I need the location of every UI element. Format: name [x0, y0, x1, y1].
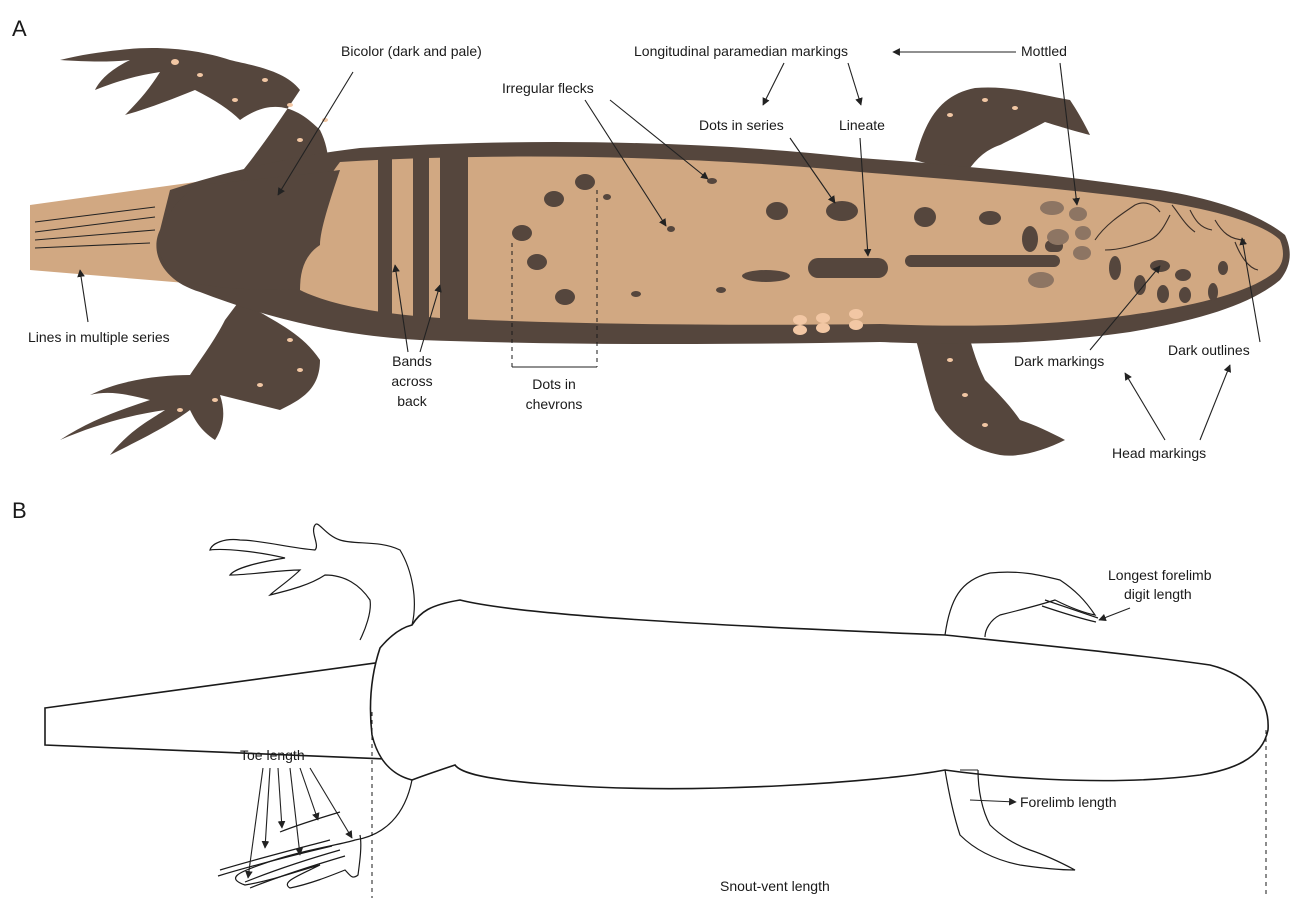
outline-fore-lower — [945, 770, 1075, 870]
label-bands-2: across — [391, 373, 432, 389]
label-bicolor: Bicolor (dark and pale) — [341, 43, 482, 59]
label-irregular-flecks: Irregular flecks — [502, 80, 594, 96]
fore-limb-upper — [915, 87, 1090, 175]
lizard-a — [30, 48, 1290, 456]
label-dark-outlines: Dark outlines — [1168, 342, 1250, 358]
label-dots-in-series: Dots in series — [699, 117, 784, 133]
band-2 — [413, 157, 429, 329]
label-dark-markings: Dark markings — [1014, 353, 1104, 369]
label-lineate: Lineate — [839, 117, 885, 133]
label-bands-1: Bands — [392, 353, 432, 369]
label-dots-chevrons-1: Dots in — [532, 376, 576, 392]
band-1 — [378, 157, 392, 329]
label-lines-multiple-series: Lines in multiple series — [28, 329, 170, 345]
label-snout-vent-length: Snout-vent length — [720, 878, 830, 894]
label-dots-chevrons-2: chevrons — [526, 396, 583, 412]
outline-body — [370, 600, 1268, 789]
outline-longest-digit — [1042, 600, 1098, 622]
hind-limb-lower — [60, 300, 320, 455]
outline-hind-upper — [210, 524, 414, 640]
outline-tail — [45, 658, 412, 760]
panel-b-letter: B — [12, 498, 27, 523]
panel-a-letter: A — [12, 16, 27, 41]
label-longitudinal-paramedian: Longitudinal paramedian markings — [634, 43, 848, 59]
label-mottled: Mottled — [1021, 43, 1067, 59]
label-longest-digit-1: Longest forelimb — [1108, 567, 1212, 583]
label-head-markings: Head markings — [1112, 445, 1206, 461]
label-longest-digit-2: digit length — [1124, 586, 1192, 602]
label-forelimb-length: Forelimb length — [1020, 794, 1117, 810]
label-toe-length: Toe length — [240, 747, 305, 763]
label-bands-3: back — [397, 393, 428, 409]
band-3 — [440, 155, 468, 331]
outline-hind-lower — [236, 780, 412, 888]
outline-fore-upper — [945, 572, 1095, 637]
lizard-b-outline — [45, 524, 1268, 888]
